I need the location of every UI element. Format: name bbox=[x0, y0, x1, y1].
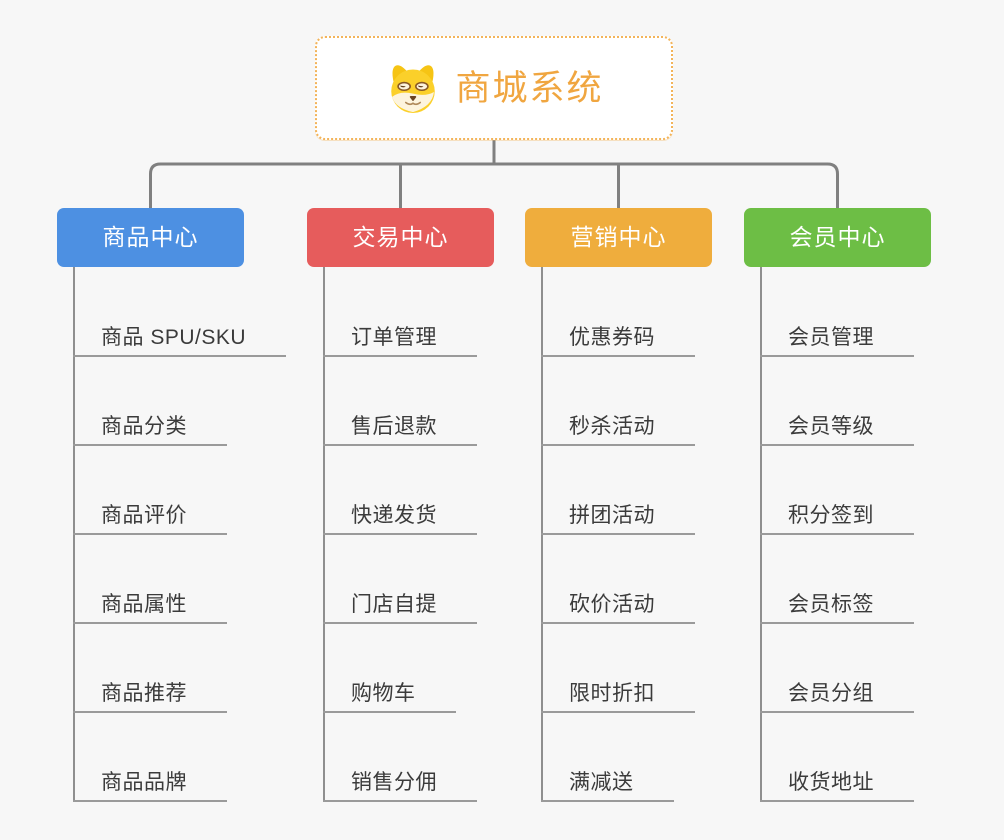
leaf-label: 商品属性 bbox=[101, 592, 187, 616]
leaf-label: 会员分组 bbox=[788, 681, 874, 705]
leaf-node[interactable]: 销售分佣 bbox=[323, 762, 477, 802]
leaf-node[interactable]: 商品属性 bbox=[73, 584, 227, 624]
leaf-node[interactable]: 秒杀活动 bbox=[541, 406, 695, 446]
leaf-node[interactable]: 售后退款 bbox=[323, 406, 477, 446]
leaf-node[interactable]: 门店自提 bbox=[323, 584, 477, 624]
leaf-node[interactable]: 满减送 bbox=[541, 762, 674, 802]
leaf-label: 快递发货 bbox=[351, 503, 437, 527]
leaf-node[interactable]: 砍价活动 bbox=[541, 584, 695, 624]
leaf-node[interactable]: 积分签到 bbox=[760, 495, 914, 535]
leaf-node[interactable]: 商品分类 bbox=[73, 406, 227, 446]
branch-label: 营销中心 bbox=[570, 224, 667, 250]
leaf-node[interactable]: 订单管理 bbox=[323, 317, 477, 357]
leaf-node[interactable]: 购物车 bbox=[323, 673, 456, 713]
leaf-label: 售后退款 bbox=[351, 414, 437, 438]
leaf-label: 商品 SPU/SKU bbox=[101, 325, 247, 349]
leaf-node[interactable]: 商品推荐 bbox=[73, 673, 227, 713]
leaf-label: 会员标签 bbox=[788, 592, 874, 616]
leaf-node[interactable]: 收货地址 bbox=[760, 762, 914, 802]
leaf-label: 销售分佣 bbox=[351, 770, 437, 794]
branch-label: 会员中心 bbox=[789, 224, 886, 250]
branch-node-2[interactable]: 交易中心 bbox=[307, 208, 494, 267]
leaf-label: 订单管理 bbox=[351, 325, 437, 349]
branch-label: 商品中心 bbox=[102, 224, 199, 250]
leaf-label: 会员等级 bbox=[788, 414, 874, 438]
leaf-label: 优惠券码 bbox=[569, 325, 655, 349]
leaf-label: 商品推荐 bbox=[101, 681, 187, 705]
leaf-node[interactable]: 拼团活动 bbox=[541, 495, 695, 535]
leaf-node[interactable]: 商品评价 bbox=[73, 495, 227, 535]
leaf-node[interactable]: 快递发货 bbox=[323, 495, 477, 535]
leaf-node[interactable]: 会员标签 bbox=[760, 584, 914, 624]
root-label: 商城系统 bbox=[455, 68, 604, 108]
leaf-label: 会员管理 bbox=[788, 325, 874, 349]
leaf-label: 商品品牌 bbox=[101, 770, 187, 794]
leaf-label: 门店自提 bbox=[351, 592, 437, 616]
leaf-node[interactable]: 商品品牌 bbox=[73, 762, 227, 802]
leaf-label: 秒杀活动 bbox=[569, 414, 655, 438]
leaf-label: 收货地址 bbox=[788, 770, 874, 794]
doge-icon bbox=[391, 65, 436, 113]
leaf-label: 积分签到 bbox=[788, 503, 874, 527]
leaf-label: 商品分类 bbox=[101, 414, 187, 438]
leaf-label: 拼团活动 bbox=[569, 503, 655, 527]
leaf-label: 购物车 bbox=[351, 681, 416, 705]
leaf-label: 满减送 bbox=[569, 770, 634, 794]
leaf-node[interactable]: 会员等级 bbox=[760, 406, 914, 446]
branch-label: 交易中心 bbox=[352, 224, 449, 250]
branch-node-3[interactable]: 营销中心 bbox=[525, 208, 712, 267]
leaf-node[interactable]: 会员分组 bbox=[760, 673, 914, 713]
leaf-node[interactable]: 限时折扣 bbox=[541, 673, 695, 713]
leaf-label: 限时折扣 bbox=[569, 681, 655, 705]
leaf-node[interactable]: 会员管理 bbox=[760, 317, 914, 357]
leaf-label: 砍价活动 bbox=[569, 592, 655, 616]
leaf-node[interactable]: 商品 SPU/SKU bbox=[73, 317, 287, 357]
branch-node-4[interactable]: 会员中心 bbox=[744, 208, 931, 267]
root-node[interactable]: 商城系统 bbox=[315, 36, 673, 140]
leaf-node[interactable]: 优惠券码 bbox=[541, 317, 695, 357]
leaf-label: 商品评价 bbox=[101, 503, 187, 527]
branch-node-1[interactable]: 商品中心 bbox=[57, 208, 244, 267]
